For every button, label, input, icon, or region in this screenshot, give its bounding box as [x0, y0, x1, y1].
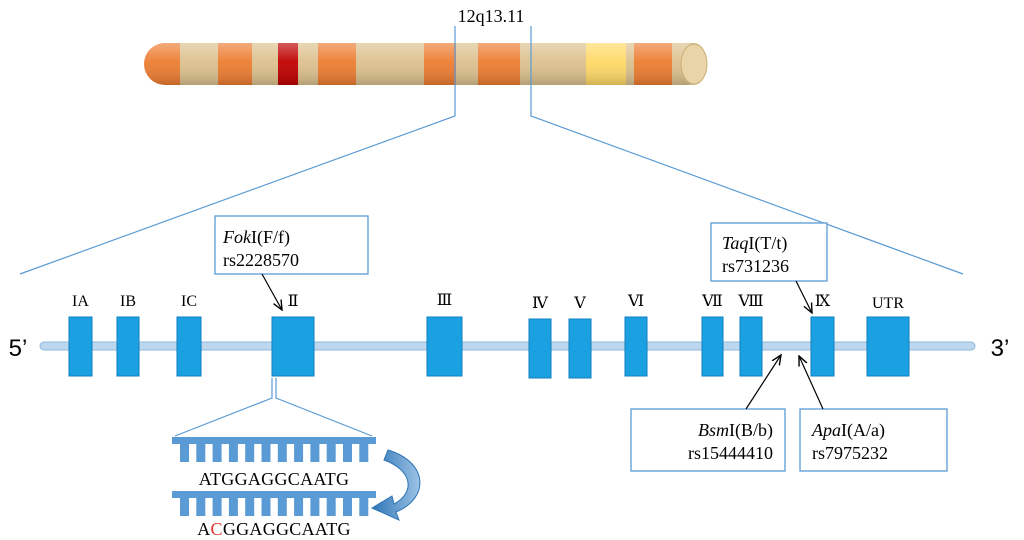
snp-box-taq: TaqI(T/t) rs731236	[710, 222, 828, 282]
dna-base-tooth	[326, 444, 336, 462]
exon-box	[739, 316, 763, 377]
snp-bsm-rs: rs15444410	[688, 443, 773, 463]
exon-label: Ⅸ	[815, 293, 831, 310]
exon-label: Ⅵ	[627, 293, 644, 310]
arrow-taq	[795, 280, 812, 313]
dna-base-tooth	[245, 498, 255, 516]
snp-apa-enzyme-label: ApaI(A/a)	[811, 420, 885, 441]
exon-box	[176, 316, 202, 377]
exon-label: Ⅶ	[701, 293, 723, 310]
exon-box	[568, 318, 592, 379]
exon-label: IB	[120, 293, 136, 310]
zoom-line-right	[530, 26, 964, 275]
snp-apa-rs: rs7975232	[812, 443, 888, 463]
exon-box	[271, 316, 315, 377]
exon-label: UTR	[872, 295, 904, 312]
dna-base-tooth	[277, 498, 287, 516]
exon-box	[426, 316, 463, 377]
locus-label: 12q13.11	[458, 6, 525, 26]
dna-base-tooth	[196, 444, 206, 462]
sequence-mutated: ACGGAGGCAATG	[197, 519, 351, 539]
exon-label: Ⅱ	[288, 293, 299, 310]
snp-fok-rs: rs2228570	[223, 250, 299, 270]
snp-fok-enzyme-label: FokI(F/f)	[222, 227, 290, 248]
dna-base-tooth	[228, 498, 238, 516]
sequence-original: ATGGAGGCAATG	[199, 469, 350, 489]
dna-base-tooth	[359, 498, 369, 516]
arrow-fok	[261, 273, 282, 310]
dna-base-tooth	[180, 444, 189, 462]
exon-box	[68, 316, 93, 377]
exon-box	[810, 316, 835, 377]
dna-base-tooth	[261, 444, 271, 462]
arrow-bsm	[745, 355, 781, 410]
dna-base-tooth	[212, 444, 222, 462]
dna-base-tooth	[294, 444, 304, 462]
snp-box-bsm: BsmI(B/b) rs15444410	[630, 408, 786, 472]
dna-base-tooth	[359, 444, 369, 462]
exon-label: Ⅴ	[573, 295, 586, 312]
snp-box-apa: ApaI(A/a) rs7975232	[799, 408, 948, 472]
dna-base-tooth	[228, 444, 238, 462]
mutated-base: C	[211, 519, 223, 539]
dna-strands	[172, 437, 376, 516]
snp-bsm-enzyme-label: BsmI(B/b)	[698, 420, 773, 441]
exon-box	[624, 316, 648, 377]
snp-taq-rs: rs731236	[722, 256, 789, 276]
exon-box	[528, 318, 552, 379]
snp-box-fok: FokI(F/f) rs2228570	[214, 215, 369, 275]
dna-base-tooth	[310, 498, 320, 516]
arrow-apa	[799, 356, 824, 410]
exon-zoom-lines	[174, 378, 373, 437]
dna-base-tooth	[343, 444, 352, 462]
dna-base-tooth	[343, 498, 352, 516]
exon-box	[116, 316, 140, 377]
exon-label: IC	[181, 293, 197, 310]
dna-base-tooth	[261, 498, 271, 516]
zoom-line-left	[19, 26, 456, 275]
dna-base-tooth	[212, 498, 222, 516]
mutation-curved-arrow	[370, 449, 421, 521]
dna-base-tooth	[277, 444, 287, 462]
dna-base-tooth	[180, 498, 189, 516]
exon-label: Ⅳ	[532, 295, 549, 312]
dna-base-tooth	[310, 444, 320, 462]
dna-backbone	[172, 491, 376, 498]
chromosome-shading	[144, 43, 707, 85]
dna-base-tooth	[196, 498, 206, 516]
chromosome-end-cap	[680, 43, 708, 85]
exon-box	[701, 316, 724, 377]
snp-taq-enzyme-label: TaqI(T/t)	[722, 233, 787, 254]
exon-label: IA	[72, 293, 89, 310]
exon-box	[866, 316, 910, 377]
dna-base-tooth	[294, 498, 304, 516]
exon-label: Ⅲ	[437, 292, 452, 309]
five-prime-label: 5’	[9, 335, 28, 362]
chromosome	[144, 43, 708, 85]
dna-backbone	[172, 437, 376, 444]
exon-label: Ⅷ	[737, 293, 763, 310]
zoom-lines	[19, 26, 964, 275]
three-prime-label: 3’	[991, 335, 1010, 362]
dna-base-tooth	[245, 444, 255, 462]
dna-base-tooth	[326, 498, 336, 516]
